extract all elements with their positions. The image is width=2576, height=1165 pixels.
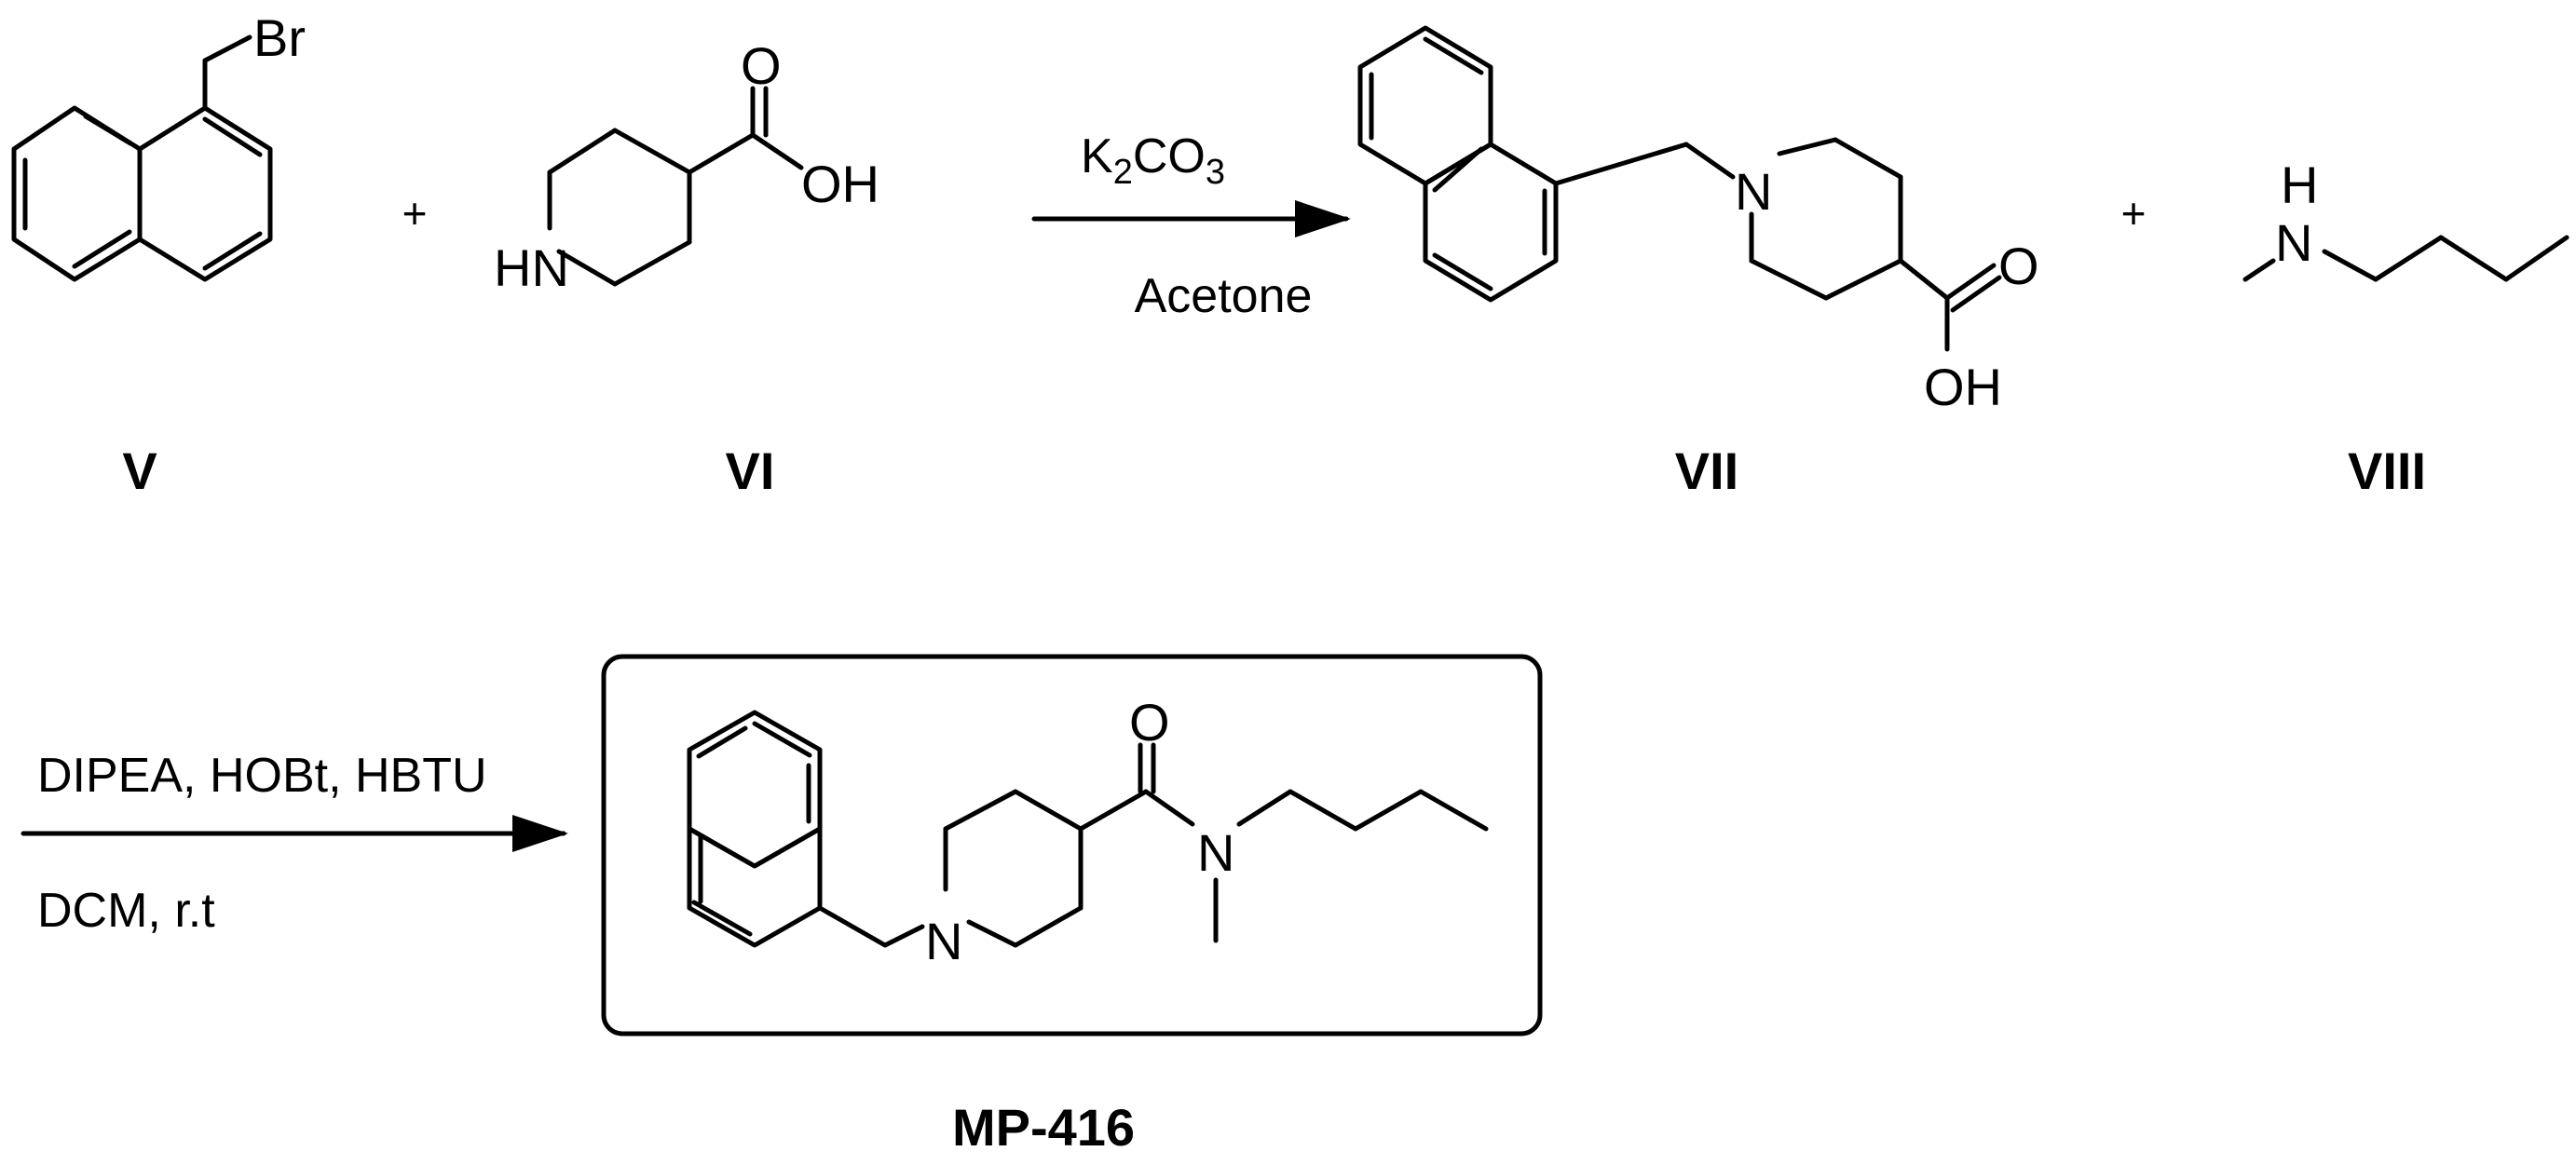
carbonyl-oxygen-label: O [741, 36, 782, 95]
compound-viii-structure [2242, 235, 2569, 282]
vii-hydroxyl-label: OH [1924, 358, 2002, 416]
mp416-amide-nitrogen-label: N [1197, 823, 1234, 882]
compound-vi-label: VI [726, 441, 775, 500]
bromine-label: Br [253, 8, 306, 67]
step2-conditions: DCM, r.t [37, 884, 215, 938]
vii-nitrogen-label: N [1735, 162, 1772, 221]
piperidine-nh-label: HN [494, 238, 569, 297]
step1-solvent: Acetone [1135, 269, 1313, 323]
mp416-carbonyl-oxygen-label: O [1129, 693, 1170, 752]
product-box [601, 654, 1543, 1036]
compound-v-structure [11, 34, 273, 282]
compound-vii-structure [1357, 25, 2002, 352]
mp-416-structure [687, 710, 1489, 948]
vii-carbonyl-oxygen-label: O [1998, 237, 2039, 295]
plus-sign-2: + [2121, 189, 2147, 237]
plus-sign-1: + [402, 189, 428, 237]
compound-vii-label: VII [1675, 441, 1738, 500]
step1-reagent: K2CO3 [1081, 129, 1225, 192]
compound-viii-label: VIII [2348, 441, 2426, 500]
compound-vi-structure [547, 86, 804, 287]
compound-v-label: V [122, 441, 157, 500]
product-label: MP-416 [952, 1098, 1135, 1157]
step2-reagents: DIPEA, HOBt, HBTU [37, 749, 487, 803]
hydroxyl-label: OH [801, 155, 879, 213]
viii-nitrogen-label: N [2275, 213, 2312, 272]
mp416-piperidine-nitrogen-label: N [925, 912, 962, 970]
viii-hydrogen-label: H [2281, 156, 2318, 214]
